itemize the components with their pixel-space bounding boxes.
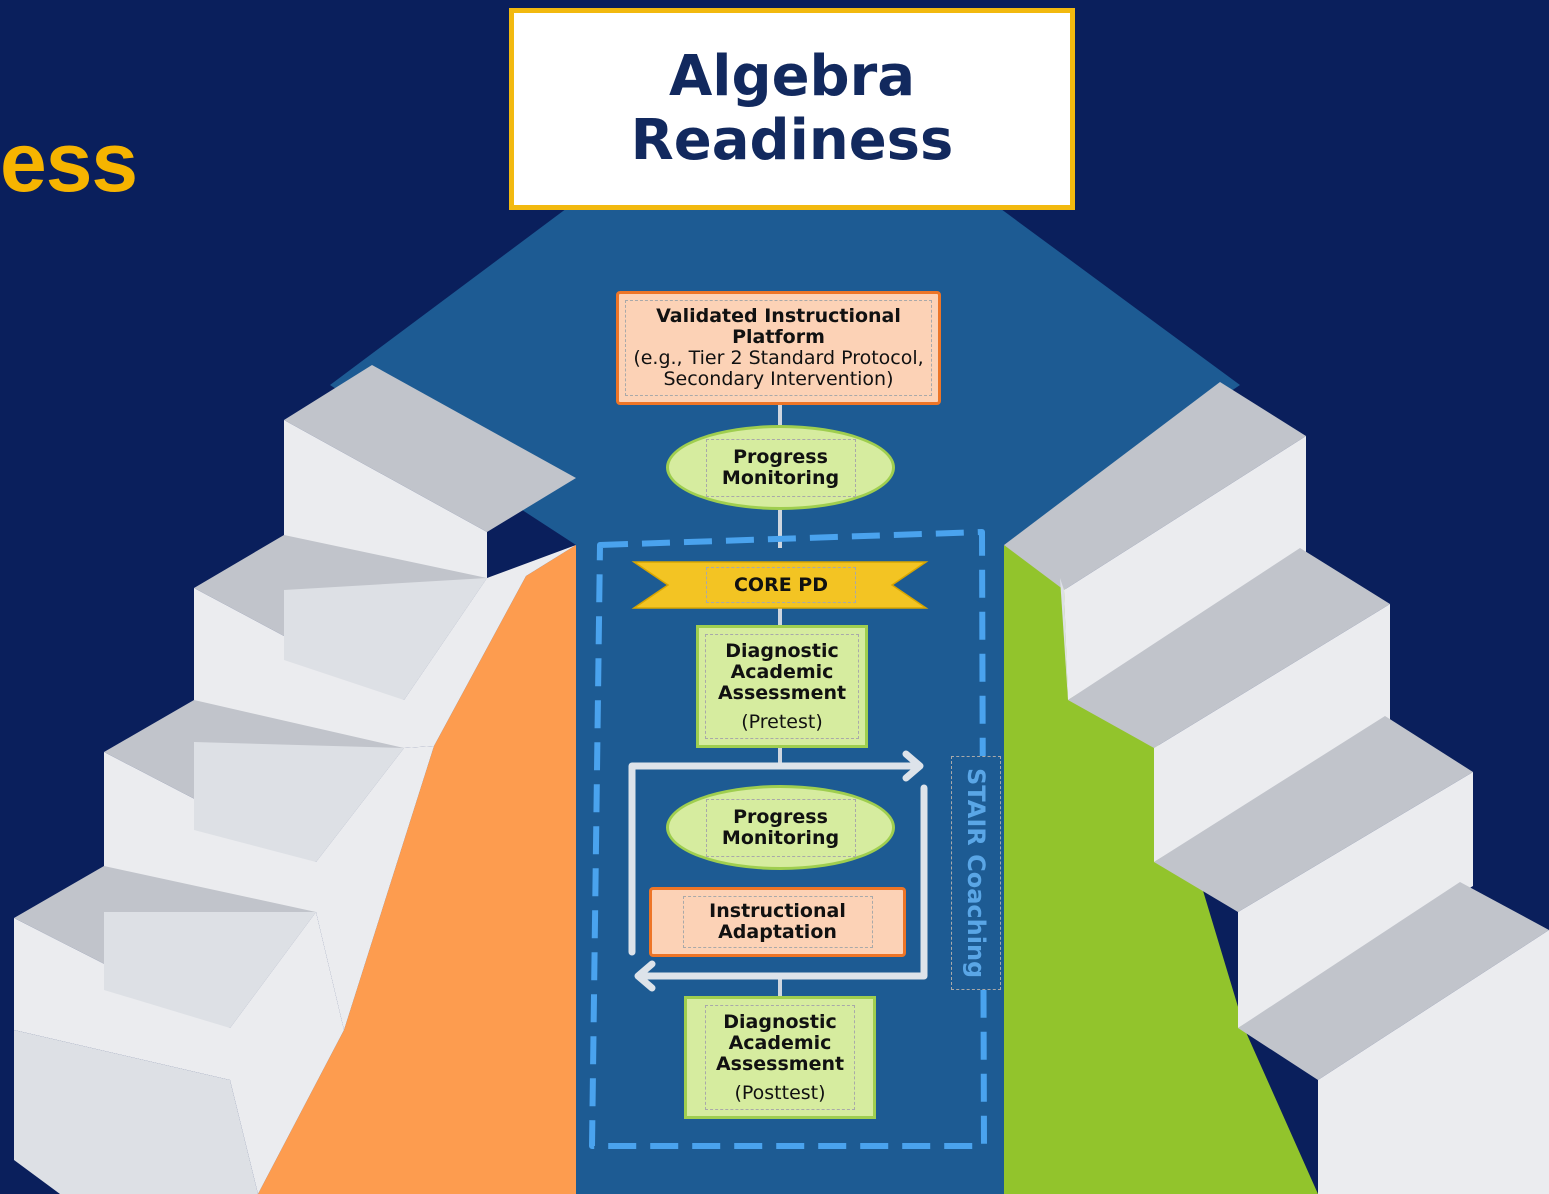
core-pd-label-box: CORE PD [706,567,856,603]
posttest-line-4: (Posttest) [734,1081,826,1104]
loop-right-arrow [628,762,922,956]
right-staircase [1004,382,1549,1194]
pretest-line-3: Assessment [717,681,847,704]
platform-box: Validated Instructional Platform (e.g., … [616,291,941,405]
progress-monitoring-2-line-2: Monitoring [721,826,840,849]
instructional-adaptation-line-1: Instructional [709,900,846,922]
pretest-box: Diagnostic Academic Assessment (Pretest) [696,625,868,748]
progress-monitoring-2-line-1: Progress [733,805,828,828]
posttest-line-1: Diagnostic [723,1010,837,1033]
title-line-1: Algebra [668,43,916,109]
instructional-adaptation-box: Instructional Adaptation [649,887,906,957]
stair-coaching-label: STAIR Coaching [962,767,990,979]
stair-coaching-label-box: STAIR Coaching [951,756,1001,990]
loop-left-arrowhead [634,960,656,992]
core-pd-banner [631,561,929,609]
instructional-adaptation-line-2: Adaptation [718,921,837,943]
platform-line-3: (e.g., Tier 2 Standard Protocol, [633,347,924,369]
platform-line-1: Validated Instructional [656,305,901,327]
platform-line-2: Platform [732,326,825,348]
progress-monitoring-ellipse-1: Progress Monitoring [666,425,895,510]
progress-monitoring-ellipse-2: Progress Monitoring [666,785,895,870]
loop-arrows [628,750,928,992]
posttest-line-3: Assessment [715,1052,845,1075]
left-staircase [14,365,576,1194]
title-box: Algebra Readiness [509,8,1075,210]
pretest-line-4: (Pretest) [741,710,823,733]
pretest-line-1: Diagnostic [725,639,839,662]
posttest-line-2: Academic [728,1031,832,1054]
coaching-boundary [589,529,987,1149]
partial-title: ess [0,115,138,209]
loop-right-arrowhead [902,750,924,782]
pretest-line-2: Academic [730,660,834,683]
loop-left-arrow [636,784,928,980]
title-line-2: Readiness [630,108,954,173]
progress-monitoring-1-line-2: Monitoring [721,466,840,489]
platform-line-4: Secondary Intervention) [663,368,894,390]
core-pd-label: CORE PD [733,573,829,596]
posttest-box: Diagnostic Academic Assessment (Posttest… [684,996,876,1119]
left-stair-fill [258,545,576,1194]
progress-monitoring-1-line-1: Progress [733,445,828,468]
